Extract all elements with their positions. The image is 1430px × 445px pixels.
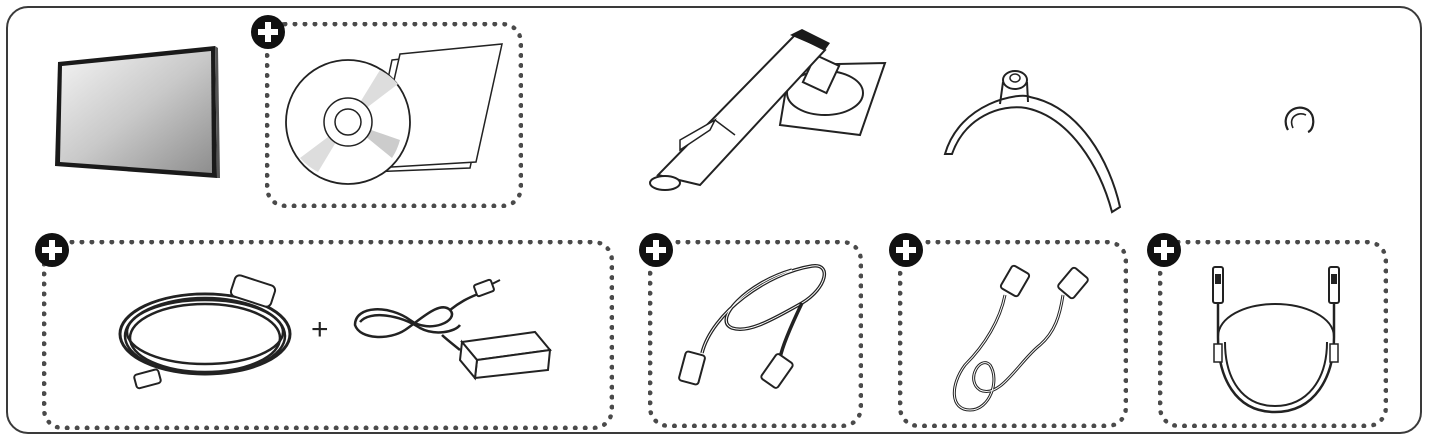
optional-plus-icon	[888, 232, 924, 268]
cd-and-manual-illustration	[280, 40, 510, 190]
optional-plus-icon	[1146, 232, 1182, 268]
usb-c-cable-group	[1158, 240, 1388, 428]
optional-plus-icon	[34, 232, 70, 268]
displayport-cable-group	[648, 240, 863, 428]
stand-body-illustration	[640, 25, 900, 205]
stand-base-illustration	[930, 62, 1130, 217]
power-cord-illustration	[110, 272, 305, 397]
outer-frame	[6, 6, 1422, 434]
hdmi-cable-illustration	[945, 260, 1095, 420]
cd-manual-group	[265, 22, 523, 208]
joiner-plus: +	[311, 313, 329, 346]
usb-c-cable-illustration	[1205, 262, 1355, 422]
monitor-illustration	[50, 40, 225, 185]
displayport-cable-illustration	[672, 258, 832, 398]
ac-adapter-illustration	[350, 278, 555, 381]
hdmi-cable-group	[898, 240, 1128, 428]
optional-plus-icon	[250, 14, 286, 50]
power-cord-adapter-group	[42, 240, 614, 430]
optional-plus-icon	[638, 232, 674, 268]
cable-holder-illustration	[1278, 102, 1318, 138]
